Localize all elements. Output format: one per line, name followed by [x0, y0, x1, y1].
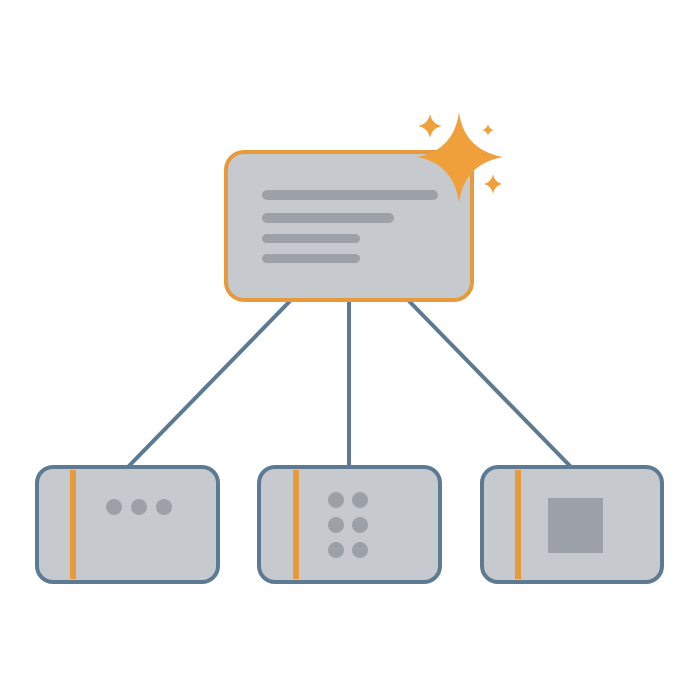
three-dots-icon: [106, 499, 172, 515]
text-line-4: [262, 254, 360, 263]
sparkle-large: [417, 112, 503, 203]
root-card: [224, 150, 474, 302]
text-line-3: [262, 234, 360, 243]
dot: [352, 492, 368, 508]
dot: [328, 492, 344, 508]
root-node: [224, 112, 503, 302]
text-line-1: [262, 190, 438, 200]
sparkle-small-left: [418, 114, 442, 138]
square-icon: [548, 498, 603, 553]
dot: [328, 517, 344, 533]
connectors: [125, 298, 574, 470]
dot: [328, 542, 344, 558]
dot: [352, 517, 368, 533]
dot: [131, 499, 147, 515]
root-text-lines: [262, 190, 438, 263]
connector-left: [125, 298, 293, 470]
child-card-1: [35, 465, 220, 584]
six-dots-grid-icon: [328, 492, 368, 558]
sparkle-small-right-bottom: [484, 174, 502, 194]
dot: [106, 499, 122, 515]
child-node-2: [257, 465, 442, 584]
child-node-1: [35, 465, 220, 584]
dot: [156, 499, 172, 515]
text-line-2: [262, 213, 394, 223]
sparkle-icon: [417, 112, 503, 203]
child-card-2: [257, 465, 442, 584]
sparkle-small-right-top: [482, 124, 494, 136]
connector-right: [406, 298, 574, 470]
dot: [352, 542, 368, 558]
child-node-3: [480, 465, 664, 584]
